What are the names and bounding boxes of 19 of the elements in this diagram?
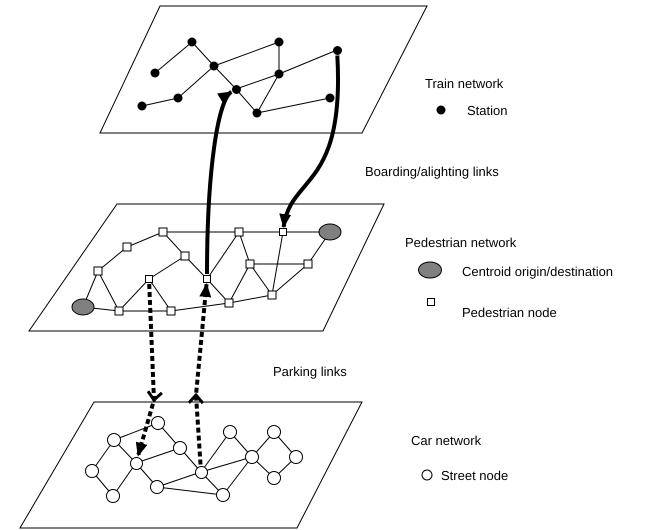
dashed-arrow — [136, 284, 163, 456]
arrow — [280, 55, 340, 228]
legend-text: Street node — [441, 468, 508, 484]
pedestrian-node-square — [145, 275, 153, 283]
network-plane — [29, 204, 384, 331]
legend-text: Station — [467, 103, 508, 119]
layer-label: Boarding/alighting links — [365, 164, 499, 180]
network-plane — [20, 402, 362, 528]
layer-label: Car network — [411, 433, 482, 449]
network-plane — [100, 6, 427, 133]
arrow — [205, 90, 233, 274]
pedestrian-node-square — [203, 275, 211, 283]
pedestrian-node-square — [279, 228, 287, 236]
layer-label: Parking links — [273, 364, 347, 380]
legend-text: Centroid origin/destination — [462, 264, 614, 280]
layer-label: Pedestrian network — [405, 235, 516, 251]
layer-label: Train network — [425, 76, 504, 92]
dashed-arrow — [188, 283, 212, 465]
legend-text: Pedestrian node — [462, 305, 557, 321]
